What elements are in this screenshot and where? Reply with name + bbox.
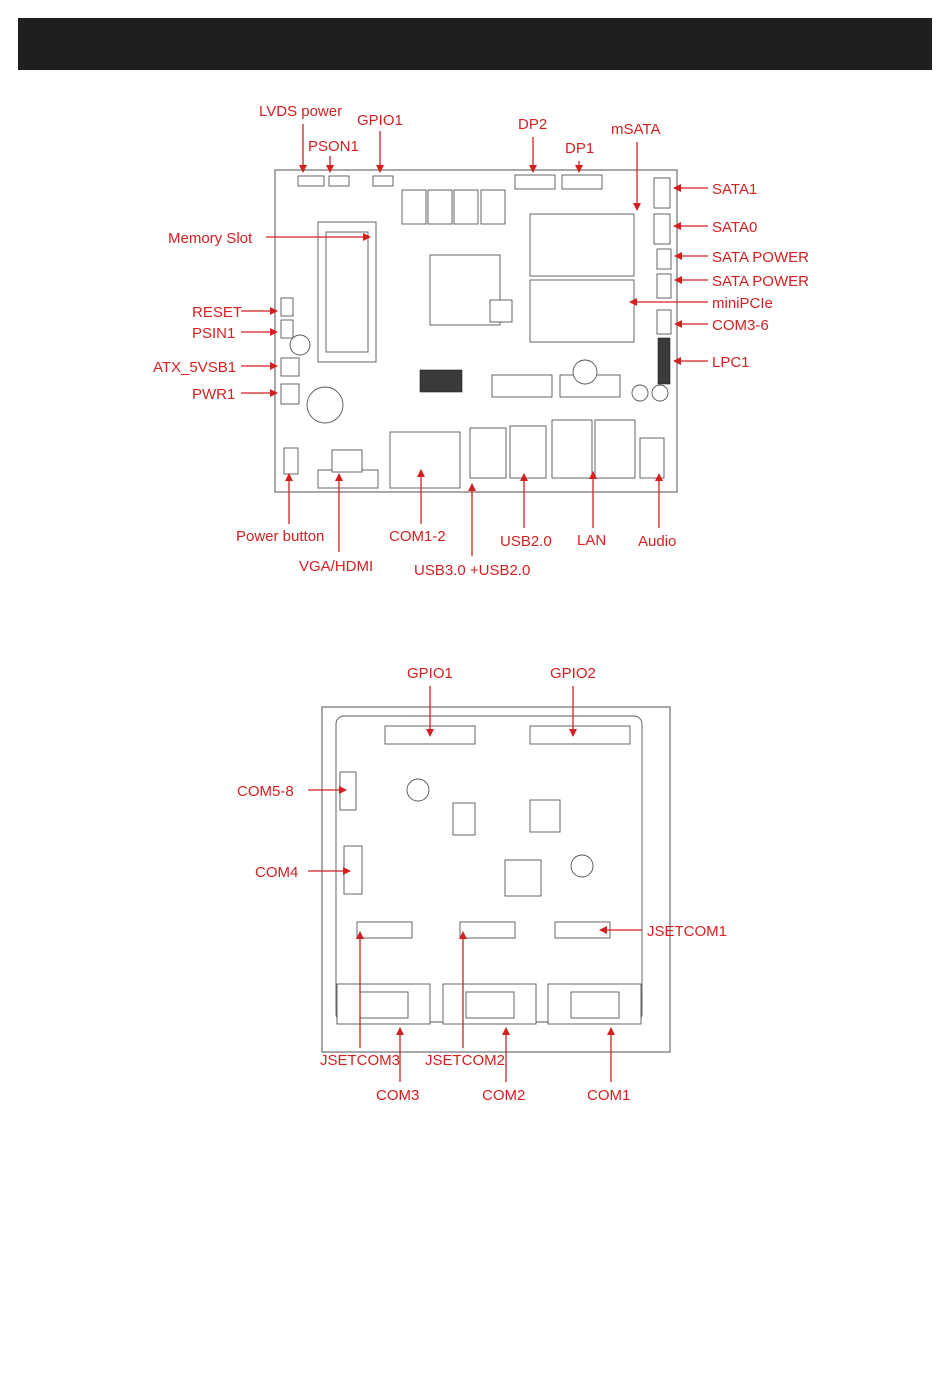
io-component-circle-1 — [407, 779, 429, 801]
io-chip-2 — [530, 800, 560, 832]
label-minipcie: miniPCIe — [712, 295, 773, 312]
com3-6-header — [657, 310, 671, 334]
capacitor-2 — [632, 385, 648, 401]
inductor-1 — [402, 190, 426, 224]
label-io-com3: COM3 — [376, 1087, 419, 1104]
label-dp1: DP1 — [565, 140, 594, 157]
sata1-connector — [654, 178, 670, 208]
label-usb2: USB2.0 — [500, 533, 552, 550]
label-reset: RESET — [192, 304, 242, 321]
gpio2-header — [530, 726, 630, 744]
label-power-button: Power button — [236, 528, 324, 545]
label-lan: LAN — [577, 532, 606, 549]
io-board-pcb — [336, 716, 642, 1022]
sata-power-2-header — [657, 274, 671, 298]
msata-slot — [530, 214, 634, 276]
label-usb3-usb2: USB3.0 +USB2.0 — [414, 562, 530, 579]
pson1-header — [329, 176, 349, 186]
connector-dark — [420, 370, 462, 392]
chip-1 — [490, 300, 512, 322]
label-io-jsetcom1: JSETCOM1 — [647, 923, 727, 940]
sata-power-1-header — [657, 249, 671, 269]
audio-connector — [640, 438, 664, 478]
lan-connector-1 — [552, 420, 592, 478]
label-io-gpio2: GPIO2 — [550, 665, 596, 682]
label-io-com4: COM4 — [255, 864, 298, 881]
inductor-3 — [454, 190, 478, 224]
power-button — [284, 448, 298, 474]
vga-hdmi-connector — [332, 450, 362, 472]
label-sata0: SATA0 — [712, 219, 757, 236]
atx-5vsb1-header — [281, 358, 299, 376]
jsetcom3-header — [357, 922, 412, 938]
battery — [573, 360, 597, 384]
usb2-connector — [510, 426, 546, 478]
com1-2-connector — [390, 432, 460, 488]
label-io-jsetcom2: JSETCOM2 — [425, 1052, 505, 1069]
gpio1-header — [373, 176, 393, 186]
label-vga-hdmi: VGA/HDMI — [299, 558, 373, 575]
inductor-4 — [481, 190, 505, 224]
psin1-header — [281, 320, 293, 338]
label-com3-6: COM3-6 — [712, 317, 769, 334]
com5-8-header — [340, 772, 356, 810]
dp1-connector — [562, 175, 602, 189]
io-chip-1 — [453, 803, 475, 835]
lvds-power-header — [298, 176, 324, 186]
label-io-com2: COM2 — [482, 1087, 525, 1104]
io-board — [322, 707, 670, 1052]
sata0-connector — [654, 214, 670, 244]
minipcie-slot — [530, 280, 634, 342]
label-psin1: PSIN1 — [192, 325, 235, 342]
vga-hdmi-base — [318, 470, 378, 488]
com3-connector — [360, 992, 408, 1018]
inductor-2 — [428, 190, 452, 224]
io-component-circle-2 — [571, 855, 593, 877]
label-gpio1: GPIO1 — [357, 112, 403, 129]
dp2-connector — [515, 175, 555, 189]
mainboard — [275, 170, 677, 492]
pwr1-header — [281, 384, 299, 404]
lpc1-header — [658, 338, 670, 384]
label-sata-power-1: SATA POWER — [712, 249, 809, 266]
fan-area — [307, 387, 343, 423]
label-lvds-power: LVDS power — [259, 103, 342, 120]
com1-connector — [571, 992, 619, 1018]
jsetcom2-header — [460, 922, 515, 938]
reset-header — [281, 298, 293, 316]
io-chip-3 — [505, 860, 541, 896]
label-io-gpio1: GPIO1 — [407, 665, 453, 682]
label-pson1: PSON1 — [308, 138, 359, 155]
label-dp2: DP2 — [518, 116, 547, 133]
label-sata1: SATA1 — [712, 181, 757, 198]
label-pwr1: PWR1 — [192, 386, 235, 403]
label-memory-slot: Memory Slot — [168, 230, 253, 247]
label-io-com1: COM1 — [587, 1087, 630, 1104]
capacitor-1 — [290, 335, 310, 355]
memory-slot-inner — [326, 232, 368, 352]
com4-header — [344, 846, 362, 894]
label-lpc1: LPC1 — [712, 354, 750, 371]
com2-connector — [466, 992, 514, 1018]
lan-connector-2 — [595, 420, 635, 478]
cpu-area — [430, 255, 500, 325]
capacitor-3 — [652, 385, 668, 401]
chip-row-1 — [492, 375, 552, 397]
label-com1-2: COM1-2 — [389, 528, 446, 545]
label-sata-power-2: SATA POWER — [712, 273, 809, 290]
label-io-com5-8: COM5-8 — [237, 783, 294, 800]
label-io-jsetcom3: JSETCOM3 — [320, 1052, 400, 1069]
label-msata: mSATA — [611, 121, 660, 138]
label-atx-5vsb1: ATX_5VSB1 — [153, 359, 236, 376]
usb3-usb2-connector — [470, 428, 506, 478]
label-audio: Audio — [638, 533, 676, 550]
